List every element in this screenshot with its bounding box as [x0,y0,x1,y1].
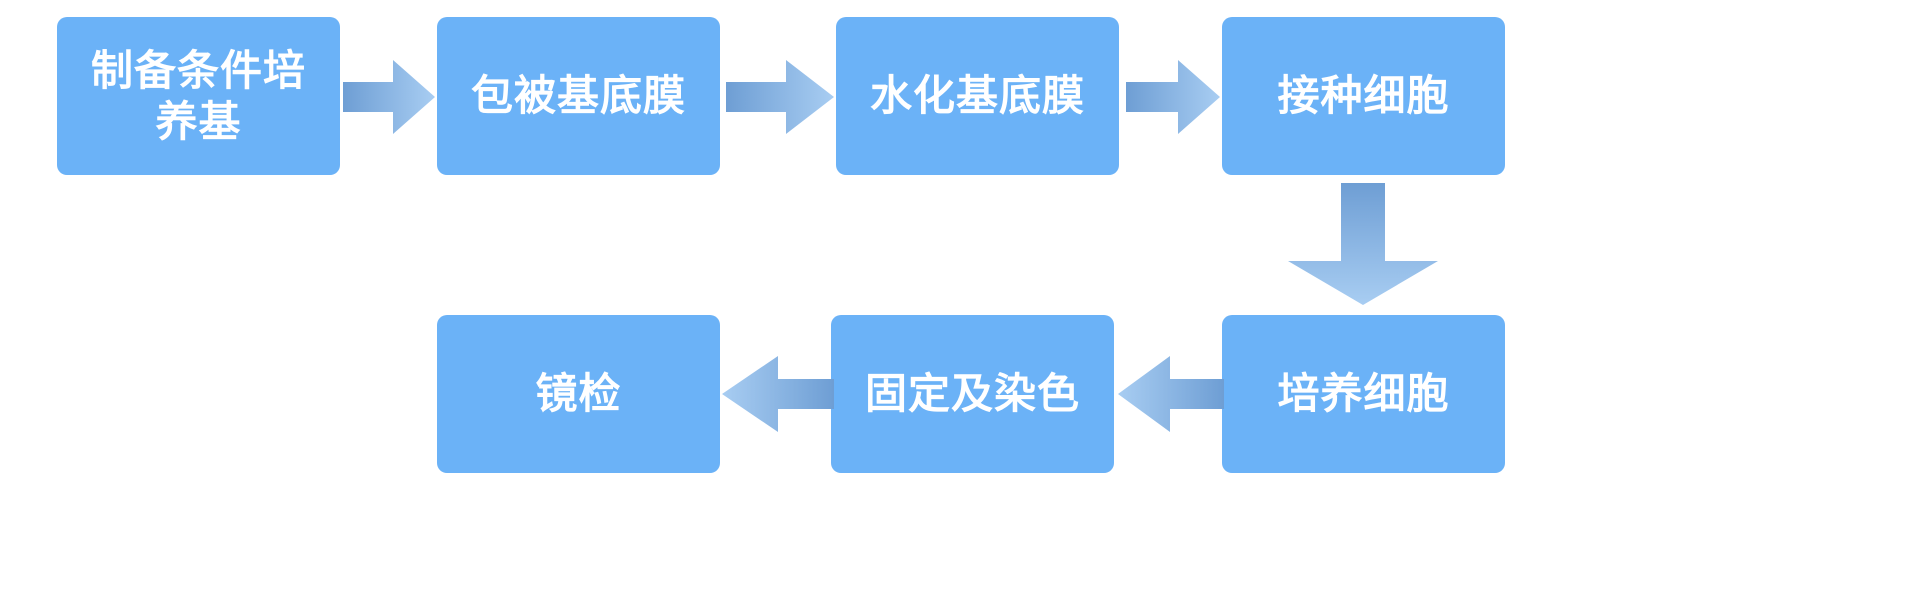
arrow-right-icon [343,60,435,134]
arrow-down-icon [1288,183,1438,305]
flow-node-coat-basement-membrane[interactable]: 包被基底膜 [437,17,720,175]
arrow-left-icon [1118,356,1224,432]
flow-node-label: 水化基底膜 [869,72,1085,120]
flow-node-label: 制备条件培 养基 [90,46,306,145]
arrow-right-icon [1126,60,1220,134]
arrow-left-icon [722,356,834,432]
flow-node-seed-cells[interactable]: 接种细胞 [1222,17,1505,175]
flow-node-hydrate-basement-membrane[interactable]: 水化基底膜 [836,17,1119,175]
arrow-right-icon [726,60,834,134]
flow-node-label: 接种细胞 [1277,72,1450,120]
flow-node-label: 培养细胞 [1277,370,1450,418]
flow-node-fix-and-stain[interactable]: 固定及染色 [831,315,1114,473]
flow-node-label: 镜检 [535,370,622,418]
flow-node-microscopy[interactable]: 镜检 [437,315,720,473]
flow-node-prepare-conditioned-medium[interactable]: 制备条件培 养基 [57,17,340,175]
flow-node-label: 包被基底膜 [470,72,686,120]
flow-node-label: 固定及染色 [864,370,1080,418]
flow-node-culture-cells[interactable]: 培养细胞 [1222,315,1505,473]
